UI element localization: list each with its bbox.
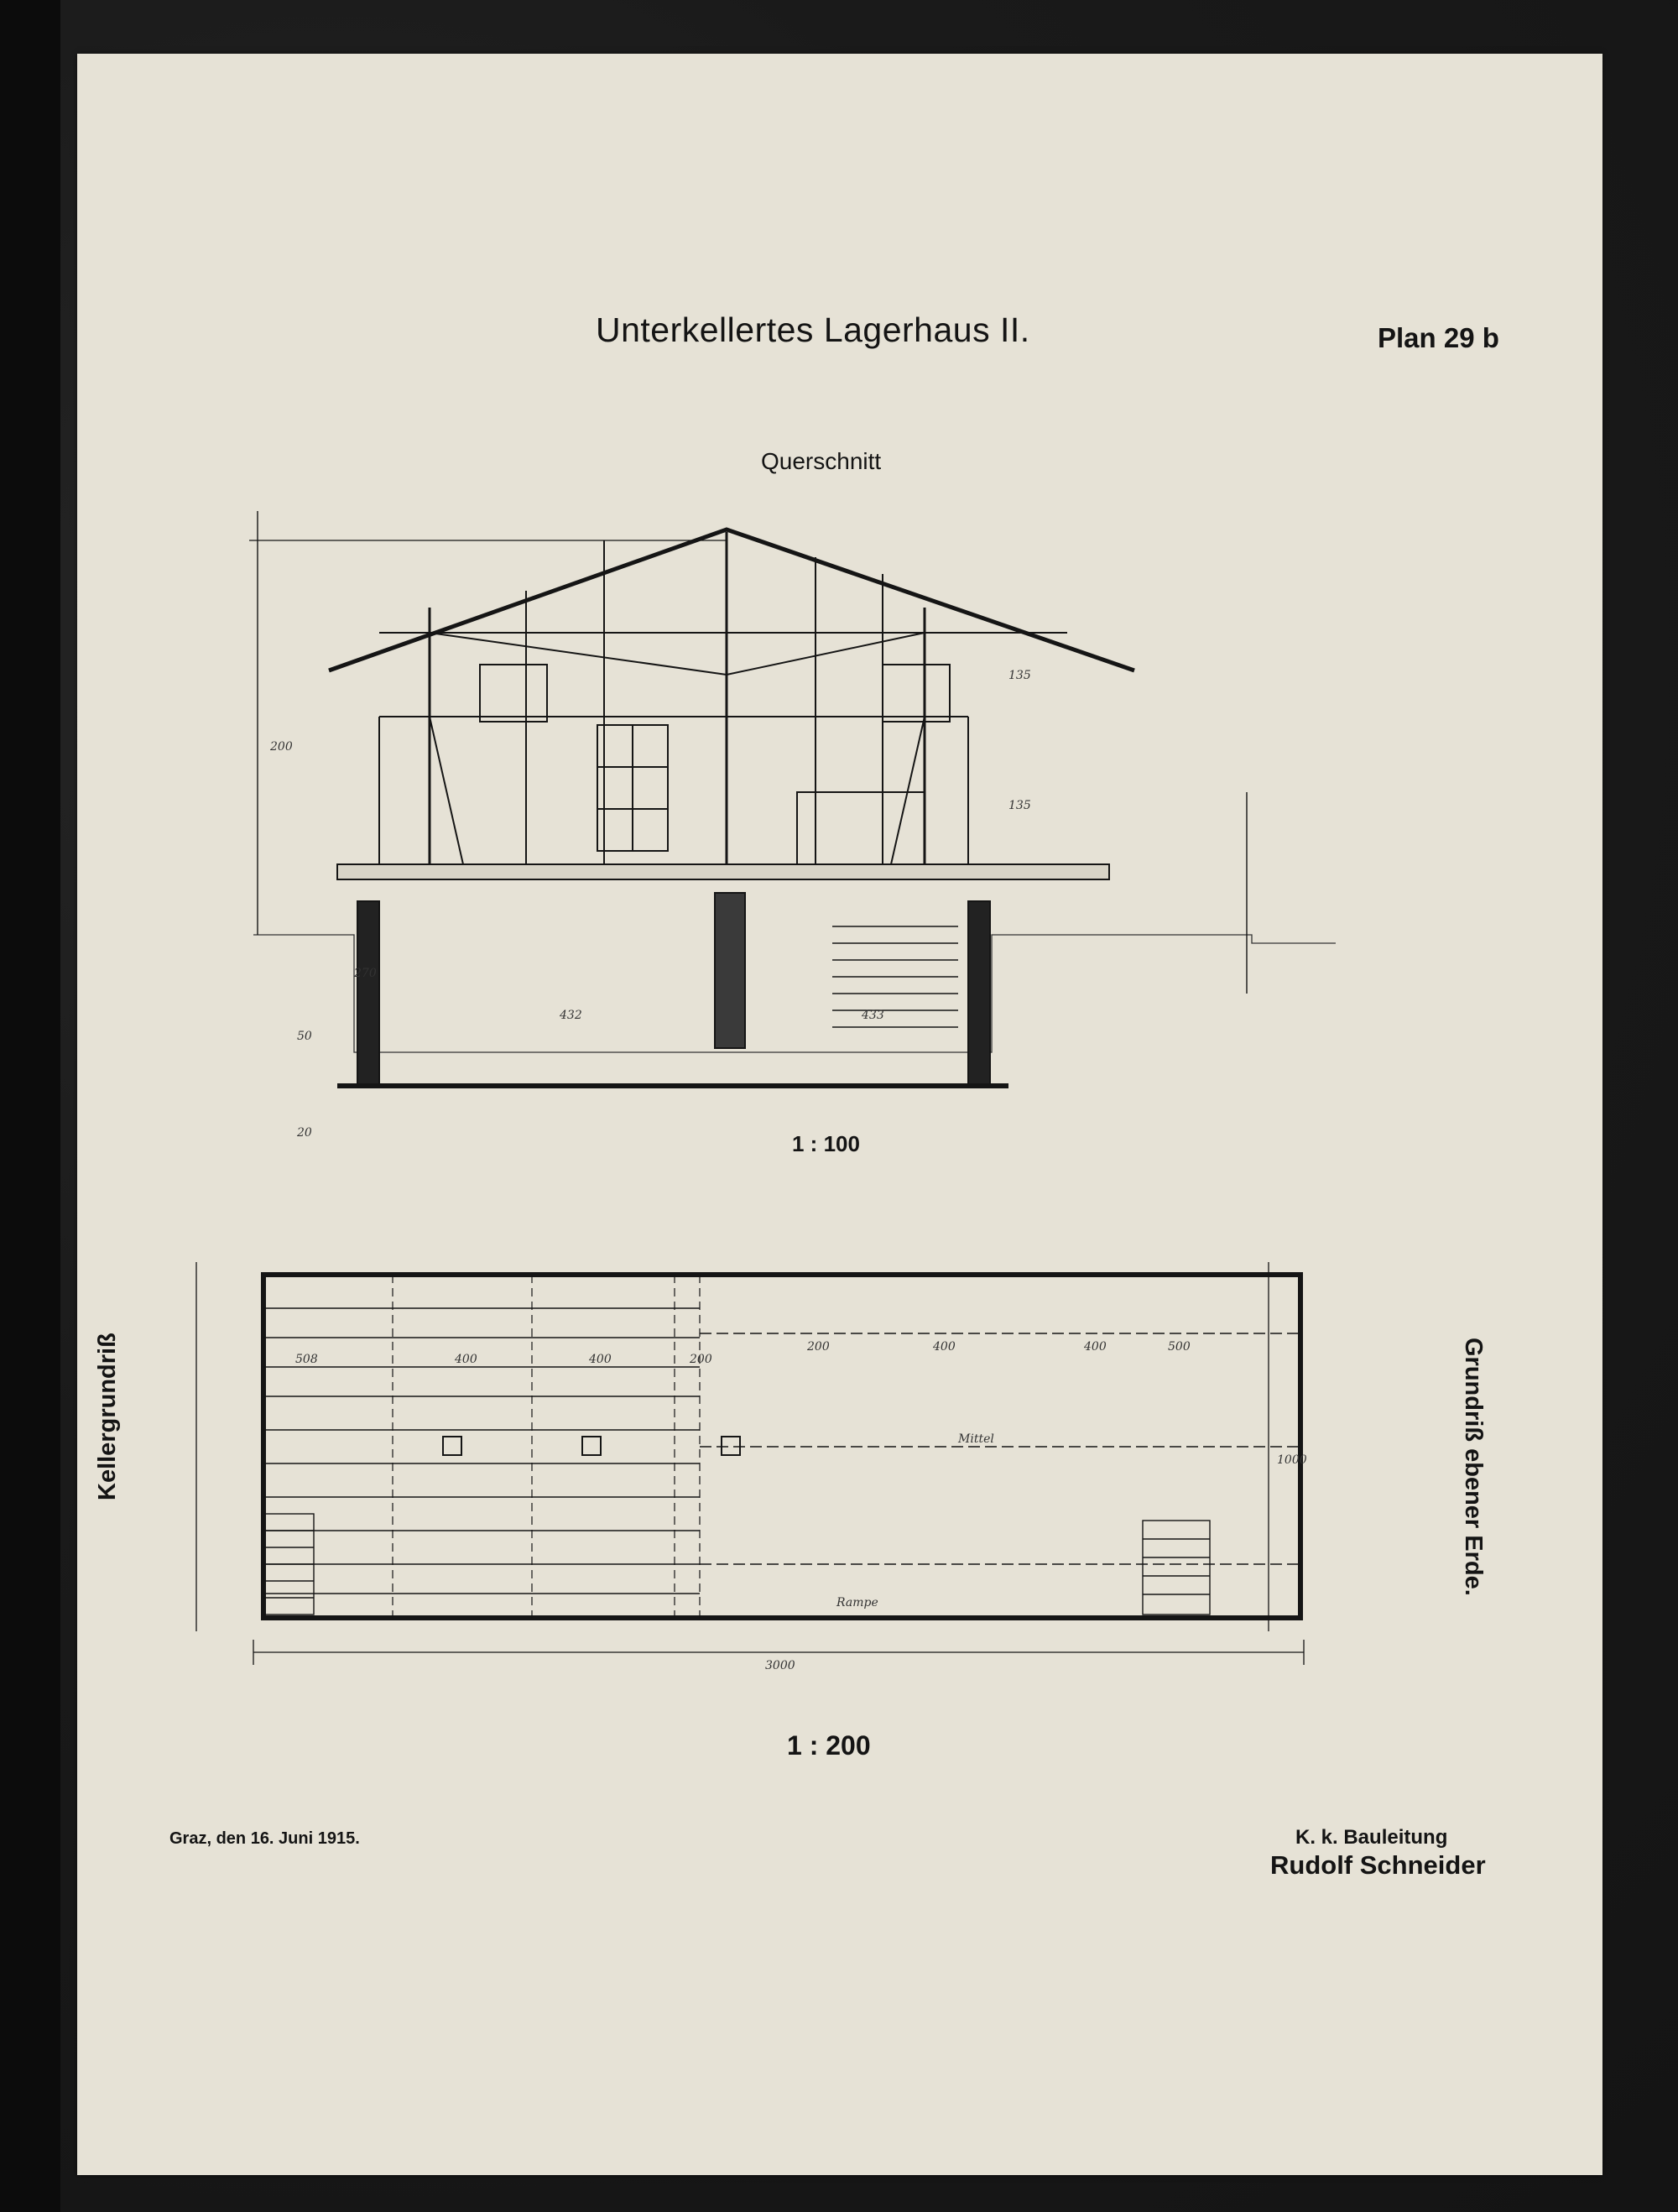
dim-text: 400 <box>588 1353 612 1366</box>
plan-number: Plan 29 b <box>1378 322 1499 353</box>
plan-outline <box>261 1272 1303 1620</box>
dim-text: 3000 <box>765 1659 795 1672</box>
dim-text: 200 <box>269 740 293 754</box>
roof-line <box>328 527 1135 673</box>
cellar-joists <box>263 1307 700 1594</box>
brick-pier <box>714 892 746 1049</box>
dim-text: 433 <box>861 1009 884 1022</box>
basement-wall-right <box>967 900 991 1087</box>
ground-hatching <box>253 934 1336 1053</box>
dim-text: 1000 <box>1277 1453 1307 1467</box>
dim-text: Rampe <box>836 1596 878 1609</box>
floor-plan <box>195 1262 1305 1665</box>
dim-text: 400 <box>1083 1340 1107 1354</box>
architectural-drawing: 432 433 135 135 200 270 20 50 508 400 40… <box>195 511 1336 1672</box>
dim-text: 400 <box>454 1353 477 1366</box>
cellar-stairs <box>832 926 958 1028</box>
signer-name: Rudolf Schneider <box>1270 1850 1486 1880</box>
dim-text: 200 <box>806 1340 830 1354</box>
office-name: K. k. Bauleitung <box>1295 1826 1448 1849</box>
window-right <box>882 664 951 723</box>
window-left <box>479 664 548 723</box>
cellar-plan-label: Kellergrundriß <box>94 1333 121 1500</box>
dim-text: 50 <box>297 1030 312 1043</box>
place-date: Graz, den 16. Juni 1915. <box>169 1829 360 1848</box>
section-scale: 1 : 100 <box>792 1131 860 1156</box>
dim-text: 270 <box>353 967 377 980</box>
dim-text: 500 <box>1168 1340 1191 1354</box>
dim-text: 20 <box>296 1126 312 1140</box>
dim-text: 508 <box>295 1353 318 1366</box>
page-title: Unterkellertes Lagerhaus II. <box>596 310 1030 349</box>
plan-stairs-left <box>263 1513 315 1615</box>
dim-text: 135 <box>1008 799 1031 812</box>
dim-text: 432 <box>559 1009 582 1022</box>
dim-text: 135 <box>1008 669 1031 682</box>
plan-scale: 1 : 200 <box>787 1730 871 1761</box>
basement-wall-left <box>357 900 380 1087</box>
dim-text: Mittel <box>957 1432 994 1446</box>
cross-section <box>249 511 1336 1088</box>
dim-text: 200 <box>689 1353 712 1366</box>
drawing-sheet: 432 433 135 135 200 270 20 50 508 400 40… <box>77 54 1602 2175</box>
ground-plan-label: Grundriß ebener Erde. <box>1460 1338 1487 1596</box>
dim-text: 400 <box>932 1340 956 1354</box>
binding-strip <box>0 0 60 2212</box>
ground-floor-slab <box>336 863 1110 880</box>
section-heading: Querschnitt <box>761 448 882 474</box>
plan-stairs-right <box>1142 1520 1211 1615</box>
